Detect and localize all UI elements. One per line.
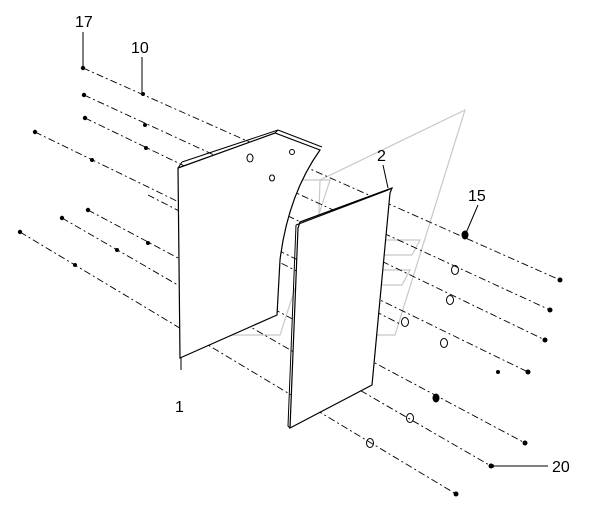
- lock-washer: [406, 413, 414, 423]
- bolt-head: [17, 229, 23, 235]
- part-2-flat-plate: [287, 164, 394, 430]
- lock-washer: [446, 295, 454, 305]
- plate-edge: [287, 224, 297, 429]
- nut: [525, 369, 531, 375]
- washer: [90, 158, 94, 162]
- bolt-head: [59, 215, 65, 221]
- bolt-line-7: [19, 231, 457, 495]
- lock-washer: [440, 338, 448, 348]
- plate-edge: [295, 187, 393, 226]
- panel-edge: [181, 129, 279, 163]
- flat-plate-outline: [289, 186, 394, 430]
- bolt-line-1: [82, 67, 561, 281]
- nut: [453, 491, 459, 497]
- callout-1: 1: [175, 399, 184, 416]
- callout-15: 15: [468, 188, 486, 205]
- leader-2: [382, 164, 389, 189]
- washer: [143, 123, 147, 127]
- bolt-head: [82, 115, 88, 121]
- washer: [144, 146, 148, 150]
- callout-2: 2: [377, 148, 386, 165]
- lock-washer: [432, 393, 440, 403]
- leader-20-dot: [490, 464, 494, 468]
- panel-edge: [277, 129, 323, 148]
- panel-hole: [246, 153, 254, 163]
- bolt-line-2: [83, 94, 551, 311]
- bolt-heads: [17, 65, 91, 235]
- washers-item-10: [73, 92, 150, 267]
- bolt-centerlines: [19, 67, 561, 495]
- washer: [146, 241, 150, 245]
- nut: [547, 307, 553, 313]
- panel-hole: [269, 174, 275, 182]
- lock-washers-item-15: [366, 230, 469, 448]
- lock-washer: [461, 230, 469, 240]
- part-1-guard-panel: [177, 129, 323, 370]
- bolt-head: [32, 129, 38, 135]
- nut: [496, 370, 500, 374]
- callout-20: 20: [552, 459, 570, 476]
- callout-10: 10: [131, 40, 149, 57]
- washer: [73, 263, 77, 267]
- washer: [115, 248, 119, 252]
- leader-15: [465, 204, 479, 234]
- nut: [522, 440, 528, 446]
- nut: [542, 337, 548, 343]
- nut: [557, 277, 563, 283]
- callout-leaders: [82, 32, 548, 468]
- nuts-item-20: [453, 277, 563, 497]
- guard-panel-outline: [177, 132, 321, 359]
- bolt-head: [81, 92, 87, 98]
- lock-washer: [366, 438, 374, 448]
- callout-labels: 17 10 2 15 1 20: [75, 14, 570, 476]
- bolt-head: [85, 207, 91, 213]
- panel-hole: [289, 149, 295, 155]
- callout-17: 17: [75, 14, 93, 31]
- lock-washer: [451, 265, 459, 275]
- lock-washer: [401, 317, 409, 327]
- panel-edge: [177, 161, 183, 169]
